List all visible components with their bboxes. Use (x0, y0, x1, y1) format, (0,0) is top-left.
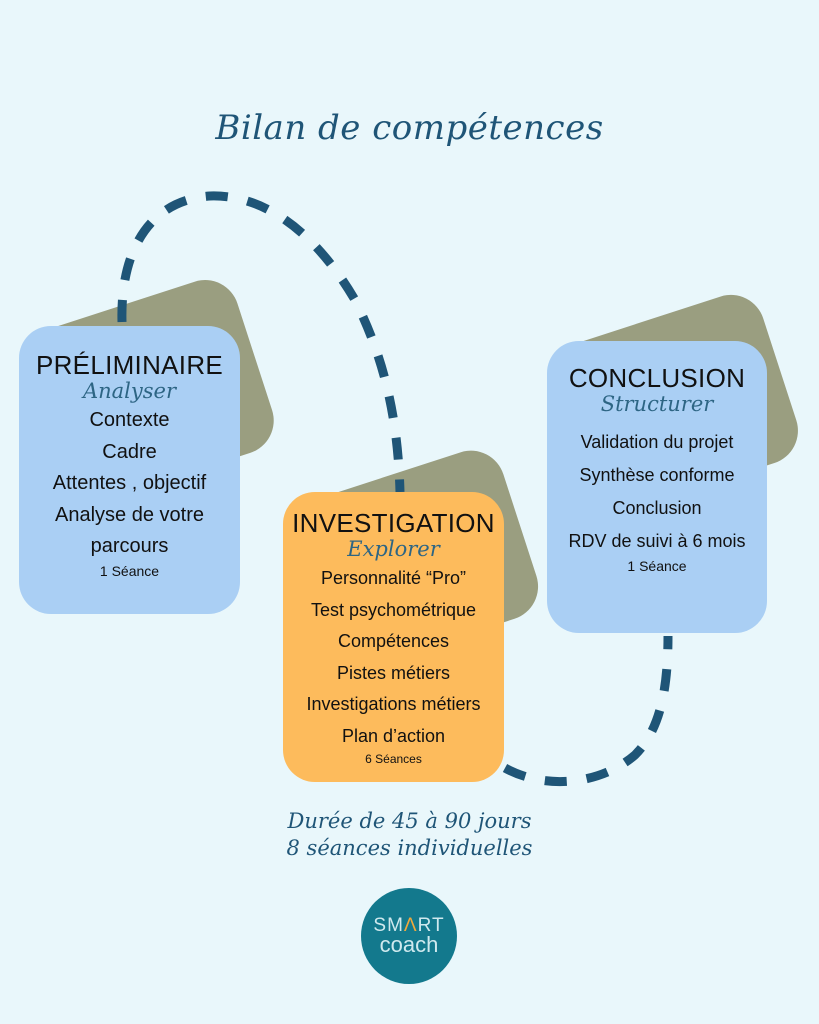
card-subtitle: Structurer (600, 392, 714, 416)
card-conclusion: CONCLUSION Structurer Validation du proj… (547, 341, 767, 633)
card-item: parcours (90, 535, 169, 557)
card-item: Personnalité “Pro” (320, 568, 467, 588)
card-subtitle: Analyser (82, 379, 177, 403)
card-sessions: 6 Séances (365, 752, 422, 766)
card-investigation: INVESTIGATION Explorer Personnalité “Pro… (283, 492, 504, 782)
card-item: Test psychométrique (310, 599, 477, 620)
card-item: RDV de suivi à 6 mois (568, 531, 746, 551)
card-preliminaire: PRÉLIMINAIRE Analyser Contexte Cadre Att… (19, 326, 240, 614)
card-item: Synthèse conforme (579, 465, 735, 485)
card-item: Attentes , objectif (52, 472, 207, 494)
logo-text: coach (379, 932, 439, 957)
card-item: Compétences (337, 631, 450, 651)
card-subtitle: Explorer (347, 537, 440, 561)
card-item: Plan d’action (341, 725, 446, 746)
card-item: Analyse de votre (55, 503, 204, 526)
card-heading: PRÉLIMINAIRE (35, 350, 224, 380)
logo-text: SM (373, 915, 404, 936)
card-sessions: 1 Séance (99, 562, 160, 579)
sessions-text: 8 séances individuelles (286, 836, 533, 860)
smart-coach-logo: SMΛRT coach (361, 888, 457, 984)
card-item: Pistes métiers (336, 662, 451, 683)
card-sessions: 1 Séance (627, 558, 687, 574)
page-title: Bilan de compétences (215, 108, 604, 148)
card-item: Validation du projet (580, 432, 734, 452)
card-item: Contexte (89, 409, 170, 431)
logo-text: RT (417, 915, 445, 936)
card-heading: CONCLUSION (568, 363, 746, 393)
footer: Durée de 45 à 90 jours 8 séances individ… (0, 808, 819, 862)
card-heading: INVESTIGATION (292, 508, 495, 538)
card-item: Investigations métiers (306, 694, 481, 714)
duration-text: Durée de 45 à 90 jours (287, 809, 532, 833)
logo-accent: Λ (403, 915, 418, 936)
card-item: Cadre (102, 440, 157, 463)
card-item: Conclusion (612, 498, 702, 518)
